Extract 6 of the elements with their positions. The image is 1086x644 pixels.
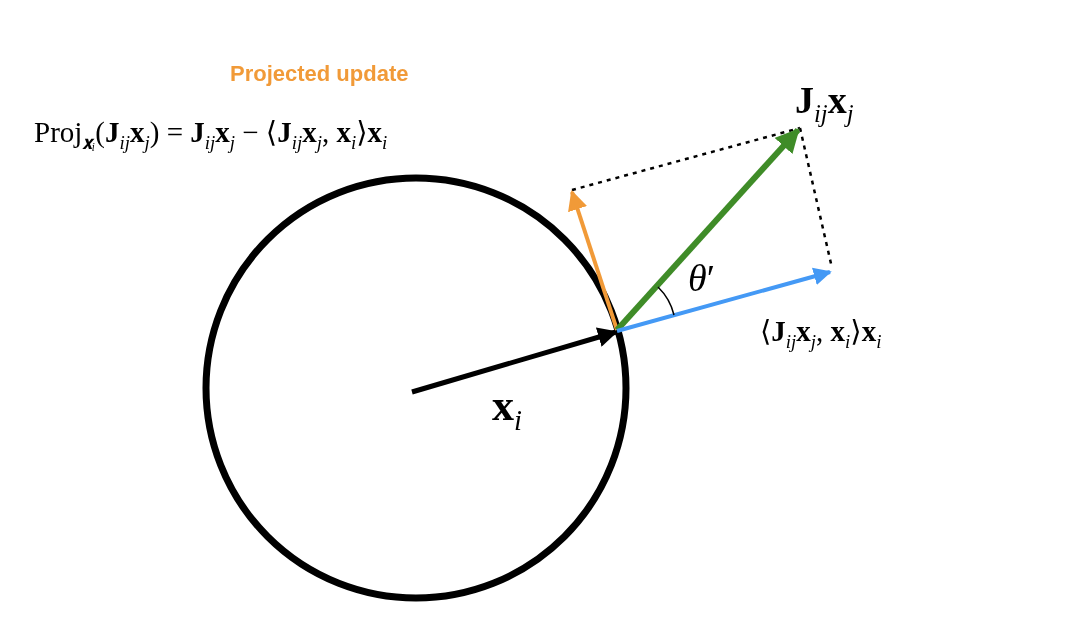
vector-label: J$_{ij}$x$_{j}$ <box>795 80 854 127</box>
vector-label: ⟨J$_{ij}$x$_{j}$, x$_{i}$⟩x$_{i}$ <box>760 316 882 353</box>
heading: Projected update <box>230 62 409 87</box>
vector-label: x$_{i}$ <box>492 382 522 437</box>
formula: Proj$_{𝐱ᵢ}$(J$_{ij}$x$_{j}$) = J$_{ij}$x$_{j}$ − ⟨J$_{ij}$x$_{j}$, x$_{i}$⟩x$_{i}$ <box>34 117 388 154</box>
angle-label: θ′ <box>688 258 715 300</box>
